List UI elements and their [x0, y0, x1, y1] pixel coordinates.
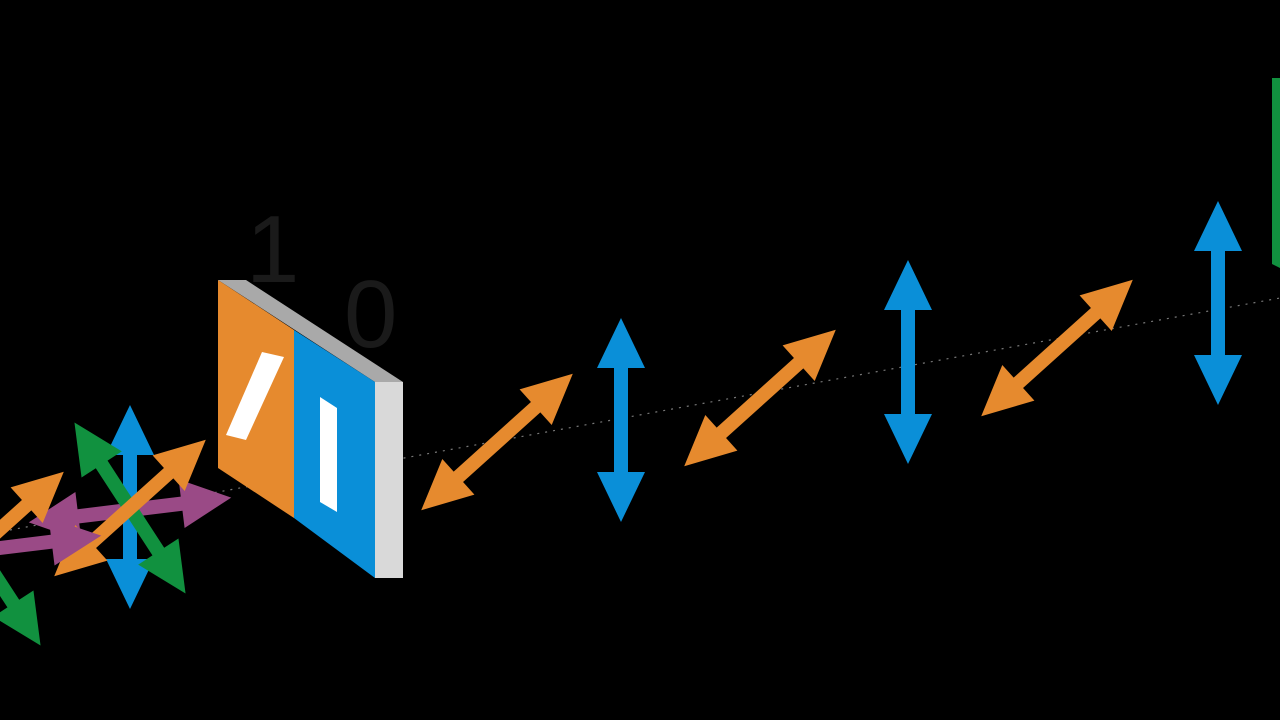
bit-one-label: 1 [246, 196, 299, 303]
receiver-filter-edge [1272, 78, 1280, 268]
photon-stream [405, 201, 1242, 529]
unpolarized-light-cluster [25, 405, 235, 609]
photon-vertical-arrow-icon [597, 318, 645, 522]
photon-diagonal-arrow-icon [668, 311, 852, 485]
photon-vertical-arrow-icon [884, 260, 932, 464]
filter-side-face [375, 382, 403, 578]
photon-diagonal-arrow-icon [405, 355, 589, 529]
diagonal-slot-icon [226, 352, 284, 440]
polarization-filter: 1 0 [218, 196, 403, 578]
photon-diagonal-arrow-icon [965, 261, 1149, 435]
bit-zero-label: 0 [344, 261, 397, 368]
vertical-slot-icon [320, 397, 337, 512]
photon-vertical-arrow-icon [1194, 201, 1242, 405]
filter-top-face [218, 280, 403, 382]
